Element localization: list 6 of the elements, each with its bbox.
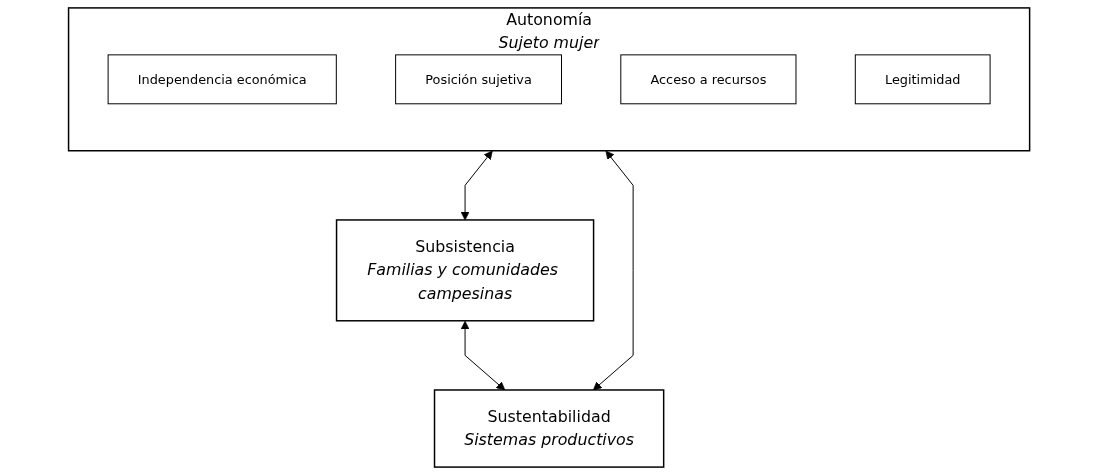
node-box: Posición sujetiva xyxy=(395,54,562,105)
node-box: Independencia económica xyxy=(107,54,337,105)
node-box: Legitimidad xyxy=(854,54,991,105)
node-box: Sustentabilidad Sistemas productivos xyxy=(433,389,665,468)
node-box: Subsistencia Familias y comunidades campesinas xyxy=(335,219,595,322)
node-box: Acceso a recursos xyxy=(620,54,797,105)
